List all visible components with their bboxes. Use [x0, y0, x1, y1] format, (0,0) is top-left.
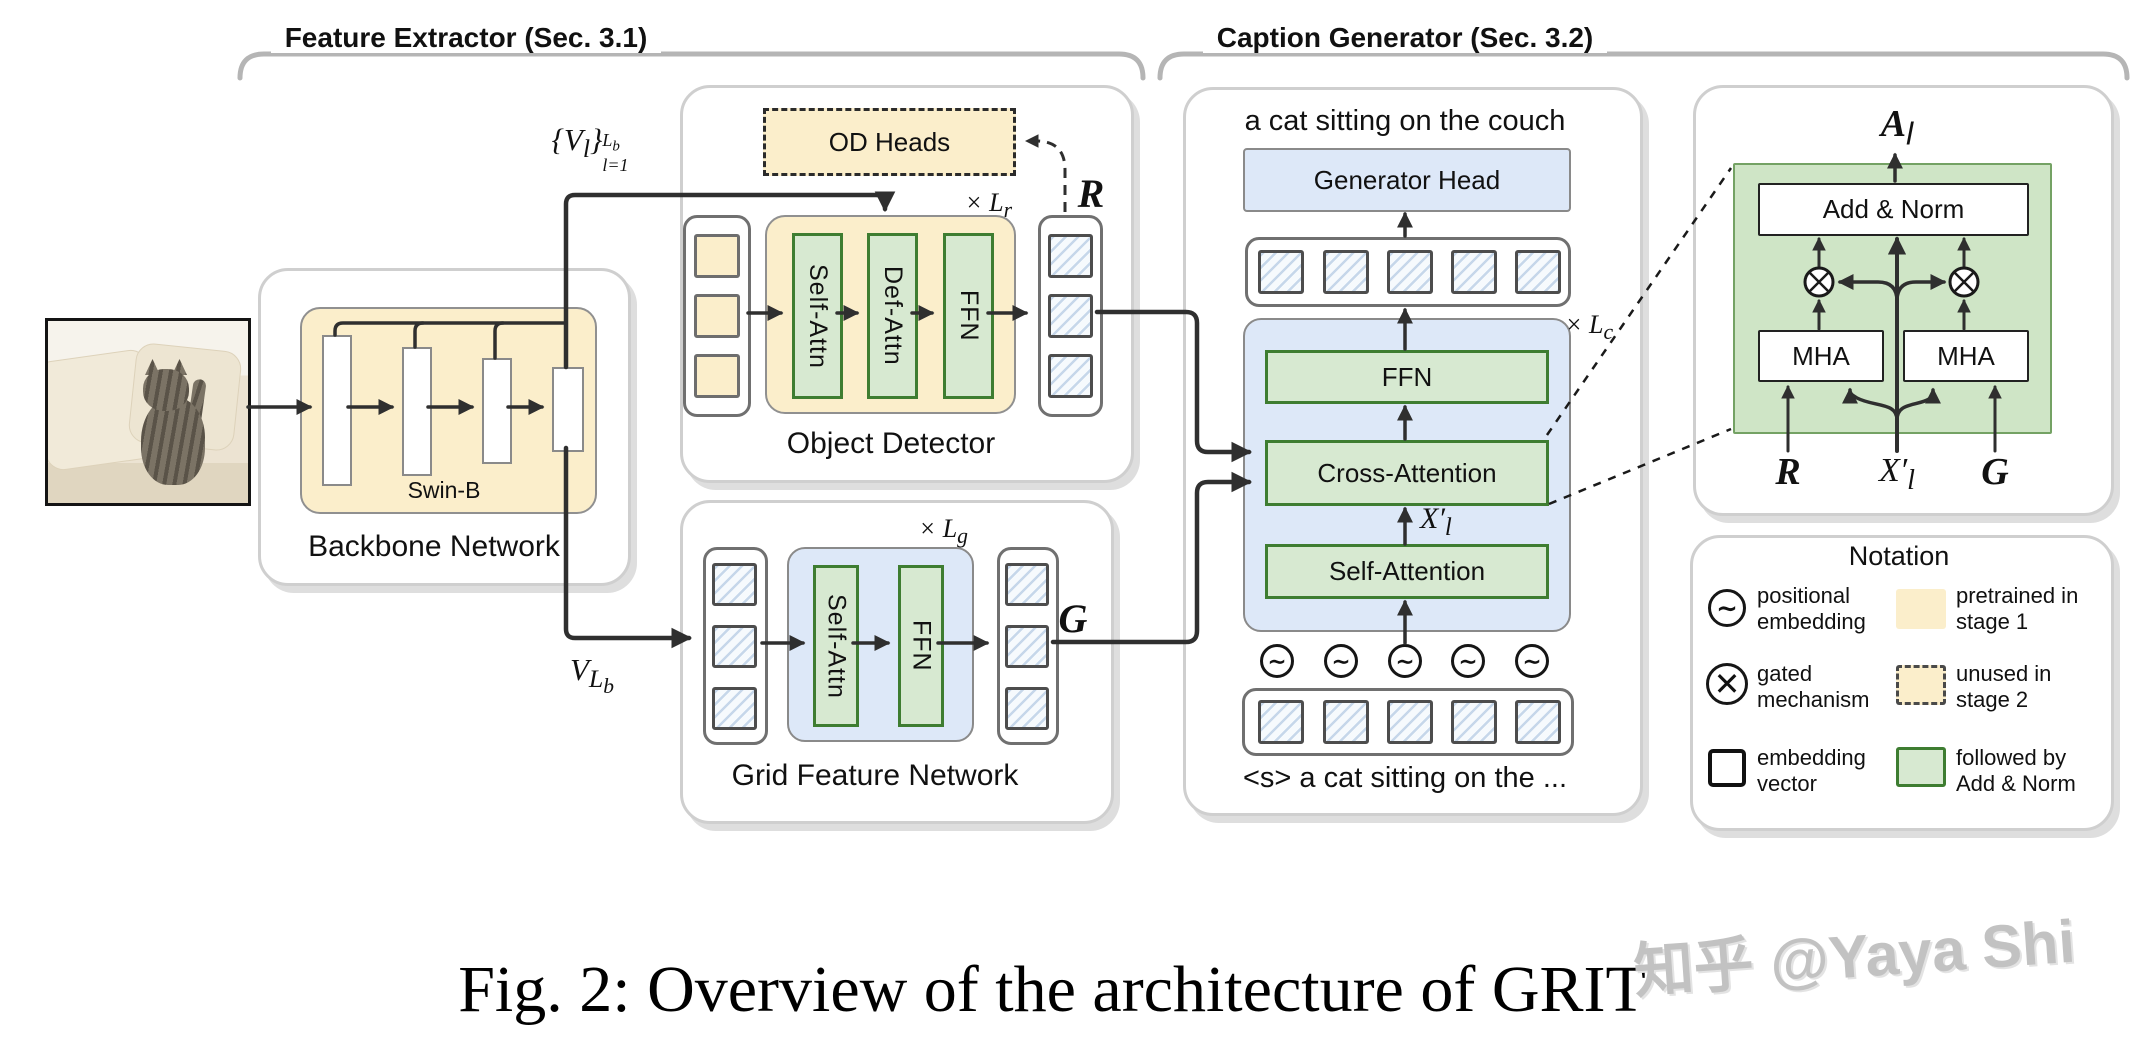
swin-stage-bar: [402, 347, 432, 476]
positional-embedding-icon: ∼: [1260, 644, 1294, 678]
region-feature-token: [1048, 354, 1093, 398]
grid-self-attn-block: Self-Attn: [813, 565, 859, 727]
grid-feature-token: [1005, 625, 1049, 668]
mha-left-label: MHA: [1792, 340, 1850, 371]
decoder-input-token: [1515, 700, 1561, 744]
feature-extractor-bracket-title: Feature Extractor (Sec. 3.1): [246, 22, 686, 54]
legend-pretrained-label: pretrained in stage 1: [1956, 583, 2079, 634]
decoder-x-prime-label: X′l: [1420, 502, 1452, 541]
positional-embedding-icon: ∼: [1515, 644, 1549, 678]
region-feature-token: [1048, 234, 1093, 278]
gated-mechanism-icon: ✕: [1706, 663, 1748, 705]
generator-head-box: Generator Head: [1243, 148, 1571, 212]
grid-features-symbol: G: [1058, 596, 1088, 641]
swin-stage-bar: [322, 335, 352, 486]
figure-caption: Fig. 2: Overview of the architecture of …: [458, 953, 1646, 1026]
positional-embedding-icon: ∼: [1324, 644, 1358, 678]
legend-addnorm-label: followed by Add & Norm: [1956, 745, 2076, 796]
legend-gated-mechanism-label: gated mechanism: [1757, 661, 1870, 712]
positional-embedding-icon: ∼: [1708, 589, 1746, 627]
input-caption-text: <s> a cat sitting on the ...: [1242, 762, 1568, 794]
od-def-attn-label: Def-Attn: [879, 266, 907, 366]
embedding-vector-icon: [1708, 749, 1746, 787]
input-cat-photo: [45, 318, 251, 506]
caption-generator-bracket-title: Caption Generator (Sec. 3.2): [1185, 22, 1625, 54]
grid-input-token: [712, 687, 757, 730]
decoder-repeat-label: × Lc: [1565, 310, 1614, 345]
decoder-cross-attention-block: Cross-Attention: [1265, 440, 1549, 506]
legend-positional-embedding-label: positional embedding: [1757, 583, 1866, 634]
detail-input-r-symbol: R: [1775, 451, 1801, 493]
object-query-token: [694, 354, 740, 398]
grid-ffn-block: FFN: [898, 565, 944, 727]
grid-feature-token: [1005, 563, 1049, 606]
cat-body: [141, 397, 205, 485]
decoder-output-token: [1515, 250, 1561, 294]
decoder-output-token: [1258, 250, 1304, 294]
od-ffn-block: FFN: [943, 233, 994, 399]
unused-stage2-swatch: [1896, 665, 1946, 705]
od-heads-box: OD Heads: [763, 108, 1016, 176]
positional-embedding-icon: ∼: [1388, 644, 1422, 678]
decoder-ffn-block: FFN: [1265, 350, 1549, 404]
object-query-token: [694, 234, 740, 278]
cat-head: [143, 369, 189, 411]
swin-label: Swin-B: [407, 477, 481, 503]
mha-left-box: MHA: [1758, 330, 1884, 382]
decoder-self-attention-label: Self-Attention: [1328, 556, 1486, 586]
decoder-self-attention-block: Self-Attention: [1265, 544, 1549, 599]
od-heads-label: OD Heads: [828, 126, 951, 157]
addnorm-green-swatch: [1896, 747, 1946, 787]
legend-embedding-vector-label: embedding vector: [1757, 745, 1866, 796]
attended-features-symbol: Al: [1880, 103, 1914, 152]
swin-stage-bar: [552, 367, 584, 452]
legend-unused-label: unused in stage 2: [1956, 661, 2052, 712]
grid-input-token: [712, 563, 757, 606]
grid-network-label: Grid Feature Network: [731, 759, 1019, 792]
grid-feature-token: [1005, 687, 1049, 730]
object-detector-label: Object Detector: [786, 427, 996, 460]
decoder-cross-attention-label: Cross-Attention: [1317, 457, 1497, 488]
od-ffn-label: FFN: [955, 290, 983, 342]
swin-stage-bar: [482, 358, 512, 464]
od-self-attn-label: Self-Attn: [804, 263, 832, 369]
generator-head-label: Generator Head: [1313, 164, 1501, 195]
decoder-input-token: [1323, 700, 1369, 744]
positional-embedding-icon: ∼: [1451, 644, 1485, 678]
grid-input-token: [712, 625, 757, 668]
decoder-output-token: [1451, 250, 1497, 294]
backbone-label: Backbone Network: [308, 530, 560, 563]
decoder-input-token: [1451, 700, 1497, 744]
detail-input-x-symbol: X′l: [1878, 452, 1916, 496]
decoder-ffn-label: FFN: [1381, 361, 1433, 392]
od-def-attn-block: Def-Attn: [867, 233, 918, 399]
detail-input-g-symbol: G: [1981, 451, 2009, 493]
decoder-output-token: [1387, 250, 1433, 294]
watermark: 知乎 @Yaya Shi: [1631, 907, 2078, 1006]
add-norm-box: Add & Norm: [1758, 183, 2029, 236]
mha-right-label: MHA: [1937, 340, 1995, 371]
mha-right-box: MHA: [1903, 330, 2029, 382]
section-brackets: [237, 51, 2130, 81]
last-scale-feature-label: VLb: [569, 652, 615, 699]
add-norm-label: Add & Norm: [1822, 194, 1965, 224]
notation-title: Notation: [1848, 541, 1950, 571]
object-query-token: [694, 294, 740, 338]
region-features-symbol: R: [1077, 171, 1105, 216]
od-self-attn-block: Self-Attn: [792, 233, 843, 399]
decoder-output-token: [1323, 250, 1369, 294]
grid-repeat-label: × Lg: [918, 514, 968, 549]
output-caption-text: a cat sitting on the couch: [1244, 105, 1566, 137]
decoder-input-token: [1387, 700, 1433, 744]
region-feature-token: [1048, 294, 1093, 338]
pretrained-stage1-swatch: [1896, 589, 1946, 629]
grid-ffn-label: FFN: [907, 620, 936, 672]
grid-self-attn-label: Self-Attn: [822, 593, 851, 699]
od-repeat-label: × Lr: [965, 188, 1012, 223]
decoder-input-token: [1258, 700, 1304, 744]
